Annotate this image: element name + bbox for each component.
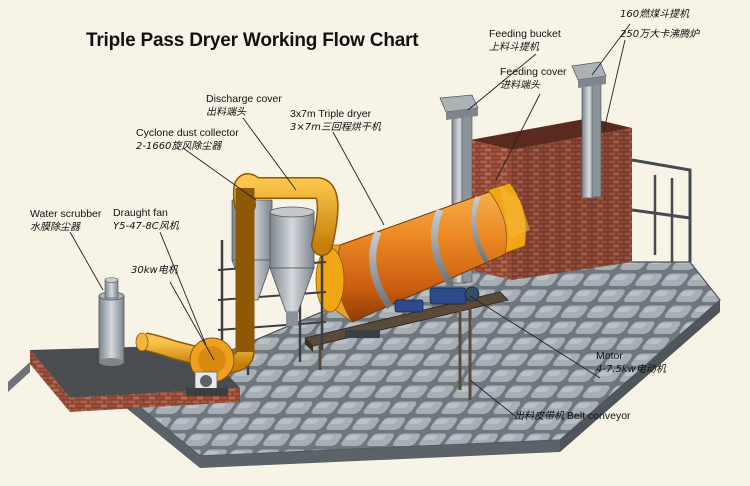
label-cyclone-cn: 2-1660旋风除尘器 bbox=[136, 141, 222, 152]
label-30kw-motor-cn: 30kw电机 bbox=[131, 265, 178, 276]
label-triple-dryer-en: 3x7m Triple dryer bbox=[290, 108, 372, 120]
label-cyclone-dust-collector: Cyclone dust collector 2-1660旋风除尘器 bbox=[136, 127, 239, 153]
label-motor: Motor 4-7.5kw电动机 bbox=[596, 350, 666, 376]
draught-fan bbox=[186, 337, 235, 396]
label-feeding-cover: Feeding cover 进料端头 bbox=[500, 66, 567, 92]
label-discharge-cover-cn: 出料端头 bbox=[206, 107, 246, 118]
coal-bucket-elevator bbox=[571, 61, 607, 199]
label-feeding-bucket-en: Feeding bucket bbox=[489, 28, 561, 40]
label-water-scrubber-en: Water scrubber bbox=[30, 208, 102, 220]
label-250-cn: 250万大卡沸腾炉 bbox=[620, 29, 700, 40]
label-feeding-cover-en: Feeding cover bbox=[500, 66, 567, 78]
label-discharge-cover: Discharge cover 出料端头 bbox=[206, 93, 282, 119]
label-draught-fan: Draught fan Y5-47-8C风机 bbox=[113, 207, 179, 233]
label-boiling-furnace: 250万大卡沸腾炉 bbox=[620, 28, 699, 41]
label-draught-fan-cn: Y5-47-8C风机 bbox=[113, 221, 179, 232]
label-belt-conveyor-en: Belt conveyor bbox=[566, 410, 631, 422]
label-motor-en: Motor bbox=[596, 350, 623, 362]
label-water-scrubber: Water scrubber 水膜除尘器 bbox=[30, 208, 101, 234]
label-feeding-cover-cn: 进料端头 bbox=[500, 80, 540, 91]
cobblestone-foundation bbox=[123, 261, 721, 468]
label-160-cn: 160燃煤斗提机 bbox=[620, 9, 690, 20]
triple-pass-dryer-drum bbox=[315, 182, 530, 338]
label-triple-dryer: 3x7m Triple dryer 3×7m三回程烘干机 bbox=[290, 108, 381, 134]
label-feeding-bucket: Feeding bucket 上料斗提机 bbox=[489, 28, 561, 54]
label-belt-conveyor: 出料皮带机 Belt conveyor bbox=[514, 410, 631, 423]
label-cyclone-en: Cyclone dust collector bbox=[136, 127, 239, 139]
water-scrubber bbox=[98, 277, 125, 366]
label-triple-dryer-cn: 3×7m三回程烘干机 bbox=[290, 122, 381, 133]
label-draught-fan-en: Draught fan bbox=[113, 207, 168, 219]
label-discharge-cover-en: Discharge cover bbox=[206, 93, 282, 105]
label-feeding-bucket-cn: 上料斗提机 bbox=[489, 42, 539, 53]
page-title: Triple Pass Dryer Working Flow Chart bbox=[86, 30, 419, 51]
label-water-scrubber-cn: 水膜除尘器 bbox=[30, 222, 80, 233]
label-motor-cn: 4-7.5kw电动机 bbox=[596, 364, 666, 375]
label-coal-bucket-elevator: 160燃煤斗提机 bbox=[620, 8, 689, 21]
leader-lines bbox=[69, 23, 631, 417]
label-belt-conveyor-cn: 出料皮带机 bbox=[514, 411, 564, 422]
label-30kw-motor: 30kw电机 bbox=[131, 264, 178, 277]
